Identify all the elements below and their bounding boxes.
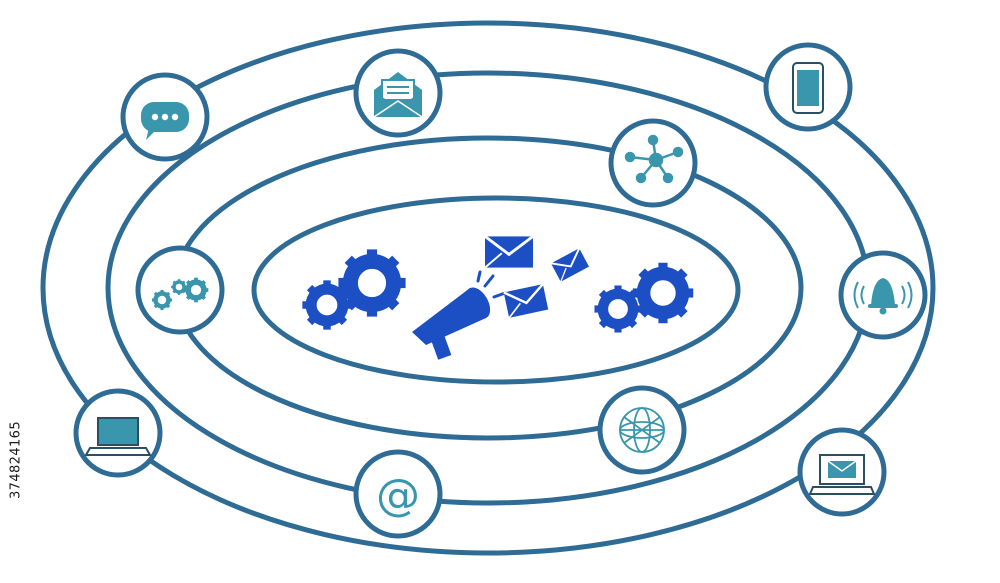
node-chat [120,72,210,162]
chat-bubble-icon [141,102,189,140]
at-sign-icon: @ [376,470,420,521]
orbit-rings [40,20,936,556]
stock-image-id-text: 374824165 [8,420,24,500]
orbit-ring-inner [251,195,741,385]
megaphone-icon [412,270,507,360]
node-laptop-email [797,427,887,517]
laptop-icon [84,417,152,456]
network-hub-icon [624,134,684,184]
globe-network-icon [619,407,665,453]
notification-bell-icon [853,278,913,315]
node-laptop [73,388,163,478]
node-open-envelope [353,48,443,138]
orbit-nodes: @ [73,42,928,539]
center-cluster [302,234,693,360]
stock-image-id: 374824165 [6,345,26,575]
orbit-ring-3 [172,135,804,441]
open-envelope-icon [373,72,423,118]
laptop-email-icon [808,454,876,495]
node-smartphone [763,42,853,132]
node-at-sign: @ [353,449,443,539]
node-gears [135,245,225,335]
node-globe-network [597,385,687,475]
envelope-icon [502,282,550,320]
smartphone-icon [792,62,824,114]
node-notification [838,250,928,340]
envelope-icon [550,247,590,283]
orbit-ring-outer [40,20,936,556]
gear-icon [338,249,405,316]
envelope-icon [483,234,535,270]
node-network-hub [608,118,698,208]
gear-icon [633,263,693,323]
